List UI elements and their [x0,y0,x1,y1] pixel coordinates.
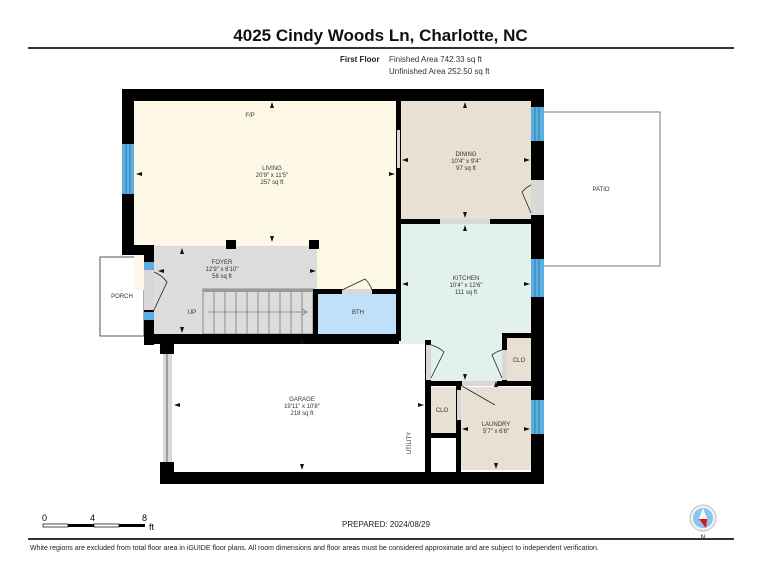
foyer-area: 56 sq ft [212,274,232,280]
door-swings [153,184,532,406]
living-area: 257 sq ft [260,180,283,186]
prepared-date: PREPARED: 2024/08/29 [342,520,430,529]
kitchen-area: 111 sq ft [455,290,477,296]
door-openings [144,130,544,462]
scale-tick-8: 8 [142,513,147,523]
foyer-dims: 12'9" x 6'10" [206,267,239,273]
closet1-label: CLO [436,408,449,414]
garage-dims: 19'11" x 10'8" [284,404,320,410]
scale-tick-0: 0 [42,513,47,523]
stairs-up-label: UP [188,310,196,316]
foyer-name: FOYER [212,260,233,266]
floor-label: First Floor [340,55,380,64]
garage-room [172,344,427,472]
windows [122,107,544,434]
compass-icon: N [689,504,717,541]
dining-area: 97 sq ft [456,166,476,172]
bath-name: BTH [352,310,364,316]
laundry-room [459,387,531,470]
closet2-label: CLO [513,358,526,364]
patio-label: PATIO [592,187,609,193]
dining-room [400,101,531,221]
disclaimer-text: White regions are excluded from total fl… [30,545,599,552]
laundry-dims: 5'7" x 6'8" [483,429,509,435]
finished-area: Finished Area 742.33 sq ft [389,55,482,64]
living-name: LIVING [262,166,282,172]
garage-name: GARAGE [289,397,315,403]
footer-divider [28,538,734,540]
bath-room [318,293,396,334]
dining-dims: 10'4" x 9'4" [451,159,481,165]
garage-area: 218 sq ft [290,411,313,417]
scale-unit: ft [149,522,155,532]
unfinished-area: Unfinished Area 252.50 sq ft [389,67,490,76]
closet-laundry [431,387,457,433]
header-divider [28,47,734,49]
porch-label: PORCH [111,294,133,300]
closet-kitchen [507,337,531,383]
laundry-name: LAUNDRY [482,422,511,428]
dimension-arrows [136,102,530,470]
fireplace-label: F/P [245,113,254,119]
scale-tick-4: 4 [90,513,95,523]
living-dims: 20'9" x 11'5" [256,173,288,179]
page-title: 4025 Cindy Woods Ln, Charlotte, NC [233,26,528,45]
stairs [202,288,314,335]
scale-bar: 0 4 8 ft [42,513,155,532]
kitchen-name: KITCHEN [453,276,479,282]
utility-label: UTILITY [407,432,413,454]
dining-name: DINING [456,152,477,158]
kitchen-dims: 10'4" x 12'6" [450,283,483,289]
patio-area [542,111,661,267]
